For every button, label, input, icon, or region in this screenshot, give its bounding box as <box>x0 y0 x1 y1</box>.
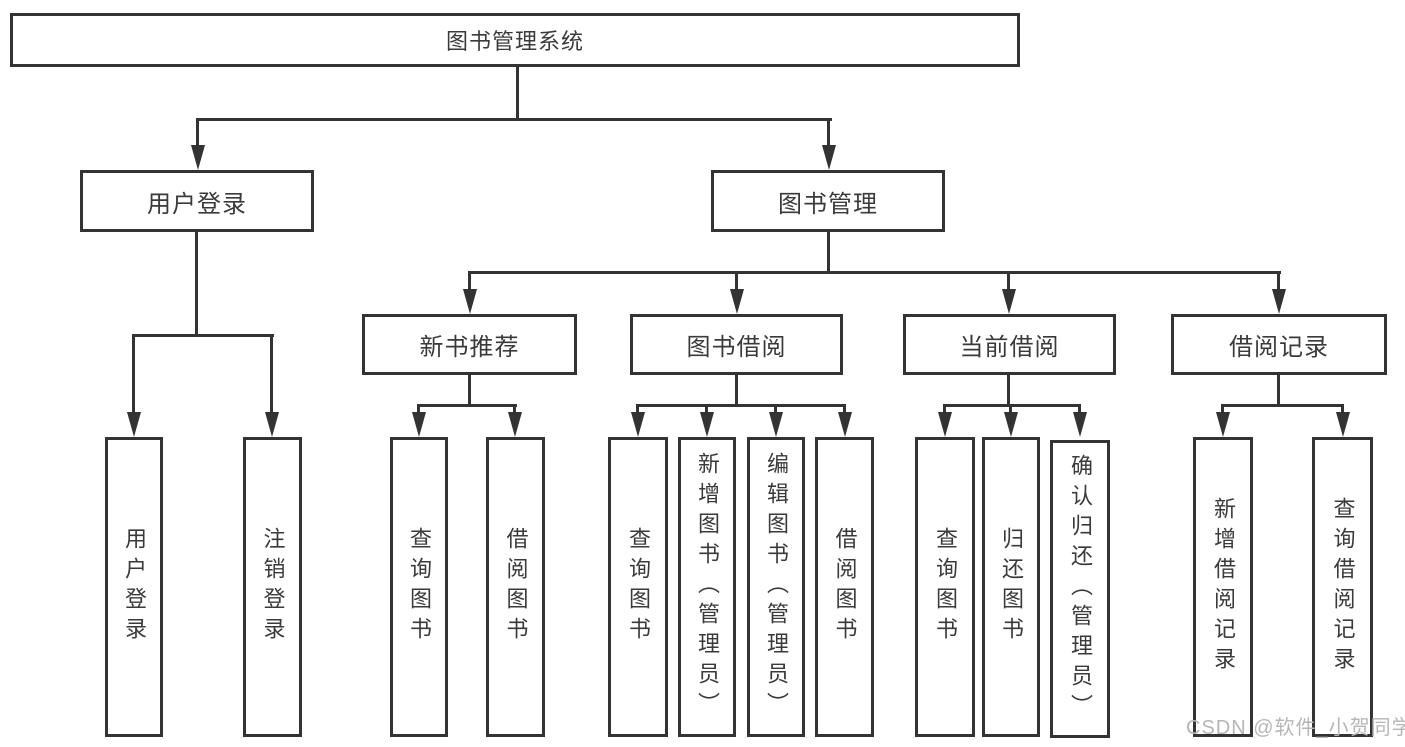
connector-vline <box>468 375 471 406</box>
arrowhead-icon <box>700 412 714 437</box>
connector-hline <box>196 118 832 121</box>
node-current-query-books: 查询图书 <box>915 437 975 737</box>
connector-vline <box>1078 407 1081 414</box>
connector-vline <box>513 407 516 414</box>
node-book-management-module: 图书管理 <box>711 170 945 232</box>
node-recommend-borrow-books: 借阅图书 <box>486 437 545 737</box>
node-add-book-admin: 新增图书（管理员） <box>678 437 736 737</box>
node-add-borrow-record: 新增借阅记录 <box>1193 437 1253 737</box>
csdn-watermark: CSDN @软件_小贺同学 <box>1186 717 1405 739</box>
connector-hline <box>1221 404 1344 407</box>
connector-vline <box>943 407 946 414</box>
arrowhead-icon <box>822 145 836 170</box>
connector-vline <box>774 407 777 414</box>
node-borrow-records: 借阅记录 <box>1171 314 1387 375</box>
connector-vline <box>705 407 708 414</box>
connector-vline <box>735 274 738 290</box>
node-recommend-query-books: 查询图书 <box>390 437 448 737</box>
connector-vline <box>468 274 471 290</box>
connector-vline <box>1009 407 1012 414</box>
connector-hline <box>468 271 1281 274</box>
arrowhead-icon <box>127 412 141 437</box>
arrowhead-icon <box>191 145 205 170</box>
connector-hline <box>417 404 517 407</box>
connector-vline <box>843 407 846 414</box>
node-user-login-module: 用户登录 <box>80 170 314 232</box>
connector-vline <box>270 337 273 412</box>
connector-vline <box>827 232 830 273</box>
arrowhead-icon <box>938 412 952 437</box>
arrowhead-icon <box>730 289 744 314</box>
connector-vline <box>1277 274 1280 290</box>
connector-hline <box>132 334 274 337</box>
arrowhead-icon <box>1216 412 1230 437</box>
connector-hline <box>943 404 1081 407</box>
arrowhead-icon <box>412 412 426 437</box>
connector-vline <box>1277 375 1280 406</box>
connector-vline <box>1341 407 1344 414</box>
connector-vline <box>1221 407 1224 414</box>
connector-vline <box>196 121 199 145</box>
node-book-borrow: 图书借阅 <box>630 314 843 375</box>
node-borrow-book: 借阅图书 <box>815 437 874 737</box>
arrowhead-icon <box>265 412 279 437</box>
connector-vline <box>195 232 198 336</box>
connector-vline <box>1007 375 1010 406</box>
connector-vline <box>827 121 830 145</box>
node-confirm-return-admin: 确认归还（管理员） <box>1050 440 1110 738</box>
connector-hline <box>636 404 846 407</box>
node-edit-book-admin: 编辑图书（管理员） <box>747 437 805 737</box>
arrowhead-icon <box>1336 412 1350 437</box>
connector-vline <box>132 337 135 412</box>
node-current-borrow: 当前借阅 <box>903 314 1116 375</box>
arrowhead-icon <box>1002 289 1016 314</box>
arrowhead-icon <box>1272 289 1286 314</box>
node-return-book: 归还图书 <box>982 437 1040 737</box>
arrowhead-icon <box>631 412 645 437</box>
node-borrow-query-books: 查询图书 <box>608 437 668 737</box>
node-user-login-leaf: 用户登录 <box>105 437 163 737</box>
node-query-borrow-record: 查询借阅记录 <box>1312 437 1373 737</box>
arrowhead-icon <box>769 412 783 437</box>
connector-vline <box>735 375 738 406</box>
arrowhead-icon <box>1004 412 1018 437</box>
connector-vline <box>417 407 420 414</box>
connector-vline <box>516 67 519 120</box>
connector-vline <box>636 407 639 414</box>
arrowhead-icon <box>838 412 852 437</box>
arrowhead-icon <box>463 289 477 314</box>
connector-vline <box>1007 274 1010 290</box>
arrowhead-icon <box>508 412 522 437</box>
node-new-book-recommend: 新书推荐 <box>362 314 577 375</box>
arrowhead-icon <box>1073 412 1087 437</box>
node-logout: 注销登录 <box>243 437 302 737</box>
node-library-management-system: 图书管理系统 <box>10 13 1020 67</box>
